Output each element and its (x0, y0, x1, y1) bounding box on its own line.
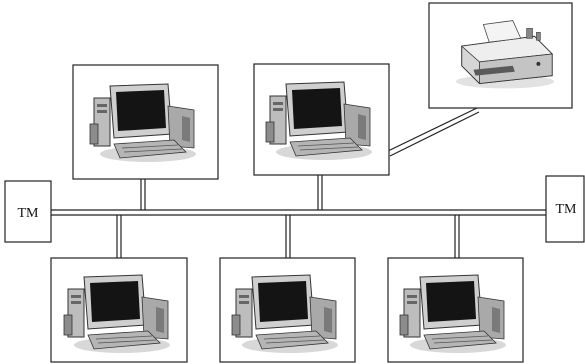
terminator-left-label: TM (18, 206, 40, 221)
workstation-bottom-left (50, 257, 188, 363)
terminator-left: TM (4, 180, 52, 243)
workstation-top-left (72, 64, 219, 180)
printer-station (428, 2, 573, 109)
workstation-bottom-right (387, 257, 524, 363)
workstation-top-middle (253, 63, 390, 176)
workstation-bottom-middle (219, 257, 356, 363)
drop-lines (116, 107, 480, 258)
terminator-right: TM (545, 175, 585, 243)
network-bus (51, 209, 548, 216)
terminator-right-label: TM (556, 202, 578, 217)
